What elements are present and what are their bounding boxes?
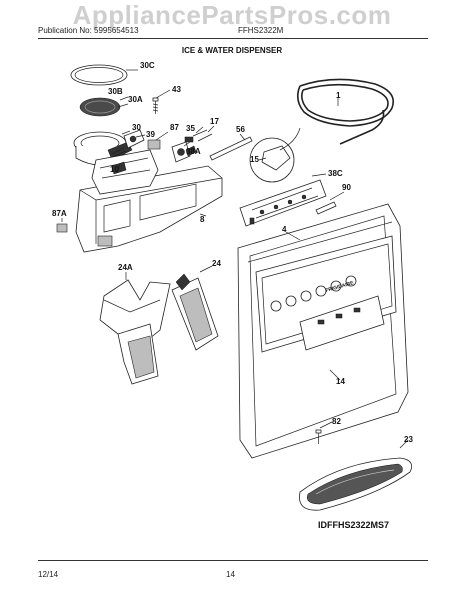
callout-8: 8	[200, 215, 205, 224]
part-90-connector	[315, 201, 337, 215]
part-24-paddle	[171, 273, 219, 351]
callout-82: 82	[332, 417, 341, 426]
footer-date: 12/14	[38, 570, 59, 579]
footer-rule	[38, 560, 428, 561]
part-56-rod	[209, 136, 253, 161]
part-82-screw	[315, 429, 322, 444]
callout-43: 43	[172, 85, 181, 94]
part-30-duct	[73, 131, 133, 166]
callout-10: 10	[110, 165, 119, 174]
callout-87a: 87A	[52, 209, 67, 218]
part-87	[147, 139, 161, 150]
diagram-code: IDFFHS2322MS7	[318, 520, 390, 530]
callout-87: 87	[170, 123, 179, 132]
part-38c-control-board	[239, 179, 327, 227]
section-title: ICE & WATER DISPENSER	[181, 46, 283, 55]
part-1-tubing	[296, 78, 394, 145]
callout-56: 56	[236, 125, 245, 134]
part-38a-switch	[171, 141, 197, 163]
part-15-detail	[249, 127, 301, 183]
callout-1: 1	[336, 91, 341, 100]
callout-23: 23	[404, 435, 413, 444]
callout-38a: 38A	[186, 147, 201, 156]
footer-page-number: 14	[226, 570, 235, 579]
callout-24a: 24A	[118, 263, 133, 272]
part-30c-ring	[70, 64, 128, 86]
callout-39: 39	[146, 130, 155, 139]
callout-30c: 30C	[140, 61, 155, 70]
callout-30a: 30A	[128, 95, 143, 104]
publication-number: Publication No: 5995654513	[38, 26, 139, 35]
part-23-drip-tray	[299, 457, 413, 511]
watermark: AppliancePartsPros.com	[72, 0, 392, 30]
panel-buttons	[270, 275, 357, 312]
callout-90: 90	[342, 183, 351, 192]
callout-38c: 38C	[328, 169, 343, 178]
callout-30b: 30B	[108, 87, 123, 96]
part-30b-filter	[79, 97, 121, 117]
callout-35: 35	[186, 124, 195, 133]
header-rule	[38, 38, 428, 39]
callout-30: 30	[132, 123, 141, 132]
part-8-housing	[75, 149, 223, 253]
callout-24: 24	[212, 259, 221, 268]
part-43-screw	[152, 97, 159, 114]
callout-17: 17	[210, 117, 219, 126]
callout-14: 14	[336, 377, 345, 386]
part-39	[123, 129, 145, 149]
callout-15: 15	[250, 155, 259, 164]
part-24a-paddle	[99, 279, 171, 385]
callout-4: 4	[282, 225, 287, 234]
part-14-panel	[255, 235, 397, 353]
leader-lines	[61, 69, 409, 449]
model-number: FFHS2322M	[238, 26, 284, 35]
part-87a-clip	[56, 223, 68, 233]
part-35-part-17	[184, 129, 213, 143]
